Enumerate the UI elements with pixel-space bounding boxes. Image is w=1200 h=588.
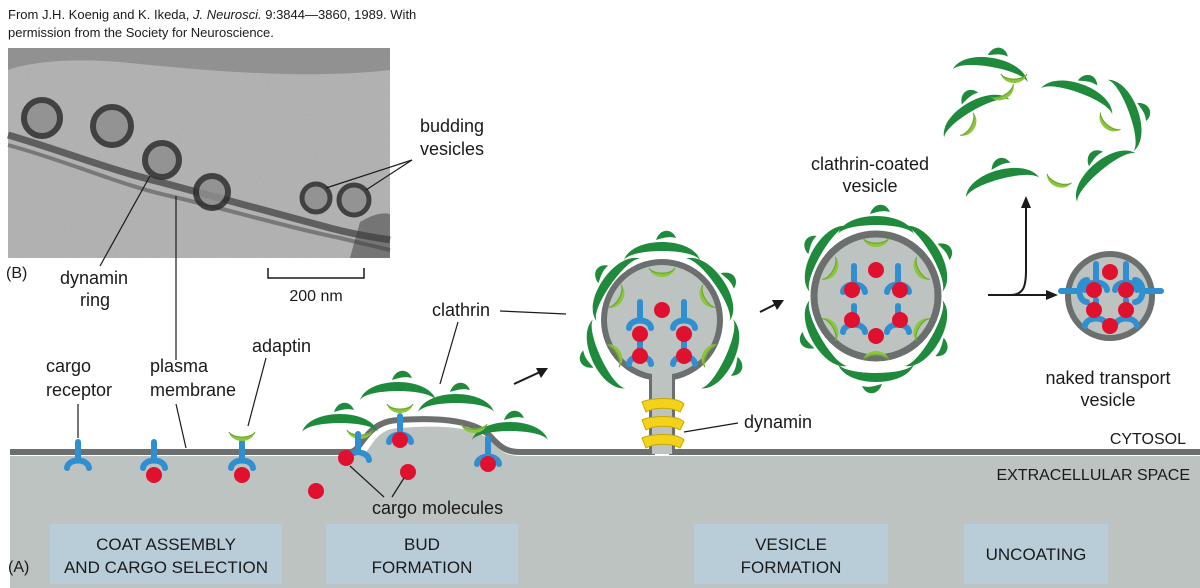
budding-vesicle	[566, 230, 760, 454]
leader-adaptin	[247, 357, 267, 427]
leader-plasma-membrane	[175, 403, 187, 449]
stage-bud-formation: BUD FORMATION	[326, 524, 518, 584]
scale-bar-label: 200 nm	[289, 288, 342, 305]
stage-vesicle-formation: VESICLE FORMATION	[694, 524, 888, 584]
credit-line-1: From J.H. Koenig and K. Ikeda, J. Neuros…	[8, 7, 416, 22]
arrow-vesicle-to-coated	[759, 300, 784, 313]
leader-cargo-2	[391, 477, 405, 498]
label-cytosol: CYTOSOL	[1110, 431, 1186, 448]
arrow-uncoating	[988, 196, 1058, 300]
scale-bar	[267, 268, 365, 279]
label-budding-line1: budding	[420, 116, 484, 136]
leader-budding-1	[325, 159, 413, 189]
leader-dynamin-ring	[99, 175, 151, 267]
cargo-molecule	[338, 450, 354, 466]
stage-label-line2: AND CARGO SELECTION	[64, 558, 268, 577]
naked-transport-vesicle	[1061, 251, 1161, 341]
adaptin-molecule	[228, 431, 256, 442]
stage-label-line1: UNCOATING	[986, 545, 1087, 564]
arrow-bud-to-vesicle	[513, 368, 548, 385]
stage-label-line1: COAT ASSEMBLY	[96, 535, 236, 554]
dynamin-collar	[641, 398, 685, 449]
label-naked-vesicle-line2: vesicle	[1080, 390, 1135, 410]
cargo-molecule	[146, 467, 162, 483]
stage-label-line1: BUD	[404, 535, 440, 554]
credit-line-2: permission from the Society for Neurosci…	[8, 25, 274, 40]
stage-uncoating: UNCOATING	[964, 524, 1108, 584]
label-dynamin-ring-line1: dynamin	[60, 268, 128, 288]
label-dynamin: dynamin	[744, 412, 812, 432]
label-cargo-receptor-line1: cargo	[46, 356, 91, 376]
label-dynamin-ring-line2: ring	[80, 290, 110, 310]
label-naked-vesicle-line1: naked transport	[1045, 368, 1170, 388]
label-budding-line2: vesicles	[420, 139, 484, 159]
label-plasma-membrane-line1: plasma	[150, 356, 209, 376]
clathrin-coated-vesicle	[784, 204, 968, 394]
leader-clathrin-bud	[439, 321, 459, 385]
stage-label-line2: FORMATION	[741, 558, 842, 577]
leader-dynamin	[683, 422, 739, 433]
label-adaptin: adaptin	[252, 336, 311, 356]
label-plasma-membrane-line2: membrane	[150, 380, 236, 400]
label-clathrin: clathrin	[432, 300, 490, 320]
panel-a-label: (A)	[8, 559, 29, 576]
extracellular-region	[10, 426, 1200, 588]
label-cargo-receptor-line2: receptor	[46, 380, 112, 400]
label-clathrin-coated-line1: clathrin-coated	[811, 154, 929, 174]
label-clathrin-coated-line2: vesicle	[842, 176, 897, 196]
stage-label-line2: FORMATION	[372, 558, 473, 577]
panel-b-label: (B)	[6, 265, 27, 282]
leader-cargo-1	[349, 465, 385, 498]
released-clathrin	[929, 40, 1162, 203]
label-extracellular-space: EXTRACELLULAR SPACE	[996, 467, 1190, 484]
cargo-molecule	[308, 483, 324, 499]
cargo-molecule	[480, 456, 496, 472]
stage-coat-assembly: COAT ASSEMBLY AND CARGO SELECTION	[50, 524, 282, 584]
label-cargo-molecules: cargo molecules	[372, 498, 503, 518]
cargo-molecule	[400, 464, 416, 480]
leader-clathrin-vesicle	[499, 310, 567, 315]
stage-label-line1: VESICLE	[755, 535, 827, 554]
cargo-molecule	[392, 432, 408, 448]
leader-budding-2	[365, 159, 413, 191]
micrograph-panel	[7, 48, 391, 258]
cargo-molecule	[234, 467, 250, 483]
